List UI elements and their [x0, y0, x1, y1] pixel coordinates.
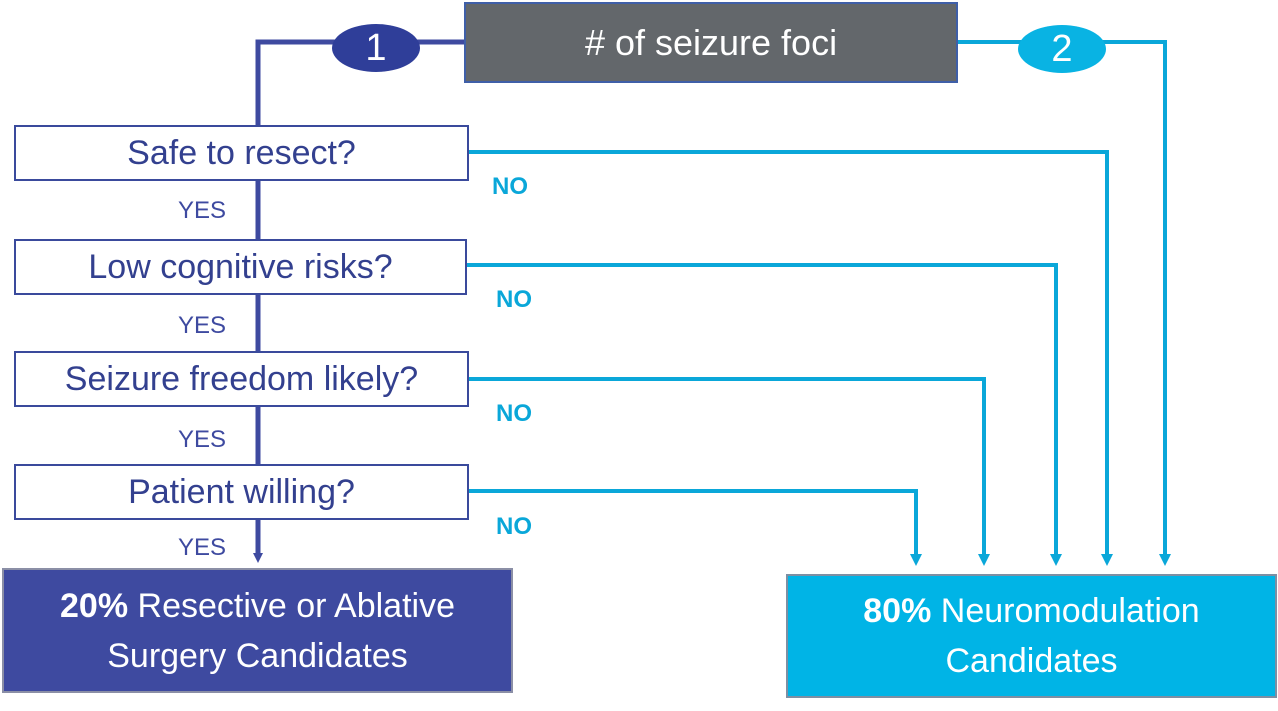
- yes-label-4: YES: [178, 534, 227, 561]
- badge-two-label: 2: [1051, 27, 1073, 70]
- no-connector-4: [469, 489, 922, 566]
- question-label: Patient willing?: [128, 472, 355, 511]
- question-label: Low cognitive risks?: [88, 247, 393, 286]
- no-connector-1: [469, 150, 1113, 566]
- badge-one: 1: [332, 24, 420, 72]
- no-connector-2: [467, 263, 1062, 566]
- yes-label-1: YES: [178, 197, 227, 224]
- question-label: Seizure freedom likely?: [64, 359, 419, 398]
- path-2-connector: [958, 40, 1171, 566]
- surgery-outcome-line-2: Surgery Candidates: [107, 636, 408, 675]
- seizure-foci-node: # of seizure foci: [464, 2, 958, 83]
- seizure-foci-label: # of seizure foci: [584, 21, 838, 63]
- question-patient-willing: Patient willing?: [14, 464, 469, 520]
- neuromodulation-candidates-outcome: 80% Neuromodulation Candidates: [786, 574, 1277, 698]
- neuromodulation-outcome-line-1: 80% Neuromodulation: [863, 586, 1199, 636]
- surgery-candidates-outcome: 20% Resective or Ablative Surgery Candid…: [2, 568, 513, 693]
- no-label-1: NO: [492, 173, 528, 200]
- question-low-cognitive-risks: Low cognitive risks?: [14, 239, 467, 295]
- badge-two: 2: [1018, 25, 1106, 73]
- surgery-line-1-text: Resective or Ablative: [128, 586, 456, 625]
- yes-label-2: YES: [178, 312, 227, 339]
- question-seizure-freedom-likely: Seizure freedom likely?: [14, 351, 469, 407]
- neuromodulation-outcome-line-2: Candidates: [945, 642, 1118, 680]
- no-label-2: NO: [496, 286, 532, 313]
- badge-one-label: 1: [365, 26, 387, 69]
- question-label: Safe to resect?: [127, 133, 356, 172]
- surgery-outcome-line-1: 20% Resective or Ablative: [60, 581, 455, 631]
- no-label-3: NO: [496, 400, 532, 427]
- no-label-4: NO: [496, 513, 532, 540]
- no-connector-3: [469, 377, 990, 566]
- question-safe-to-resect: Safe to resect?: [14, 125, 469, 181]
- yes-label-3: YES: [178, 426, 227, 453]
- neuromodulation-percent: 80%: [863, 592, 932, 630]
- neuromodulation-line-1-text: Neuromodulation: [931, 592, 1200, 630]
- surgery-percent: 20%: [60, 586, 129, 625]
